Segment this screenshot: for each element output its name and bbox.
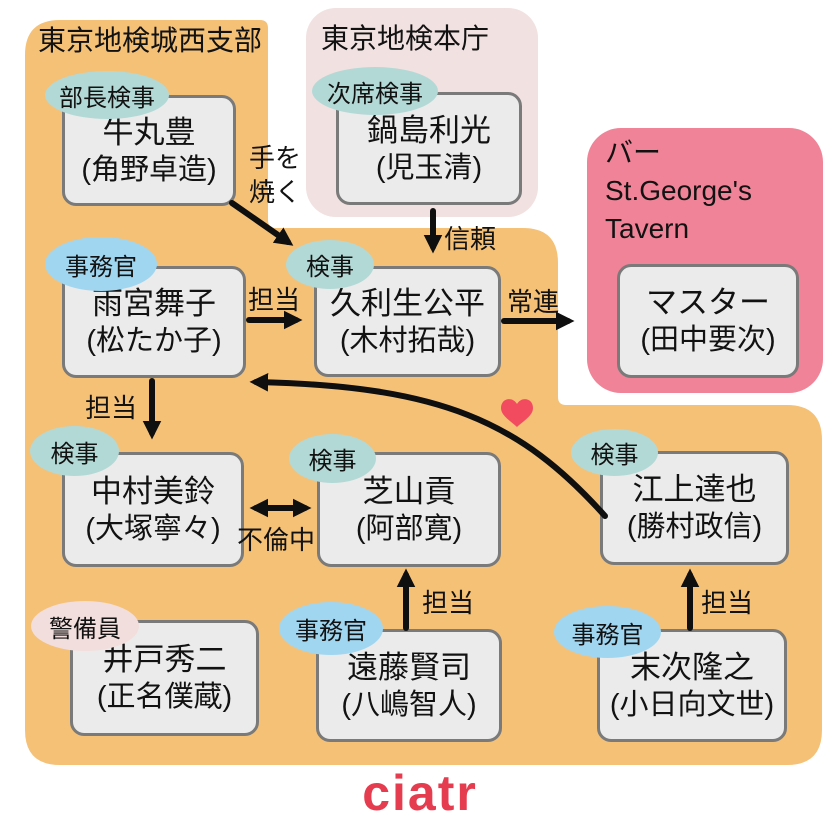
relation-label-line: 焼く (249, 177, 302, 207)
bar-title-line3: Tavern (605, 213, 690, 244)
josai-group-title: 東京地検城西支部 (38, 25, 263, 56)
relation-label-tanto-suetsugu-egami: 担当 (701, 588, 754, 618)
person-name: 久利生公平 (330, 285, 485, 321)
person-actor: (木村拓哉) (339, 324, 476, 357)
person-name: 牛丸豊 (102, 114, 196, 150)
person-actor: (阿部寛) (355, 512, 463, 545)
person-card-ushimaru: 牛丸豊 (角野卓造) (62, 95, 236, 206)
relation-label-tanto-endo-shibayama: 担当 (422, 588, 475, 618)
person-actor: (大塚寧々) (85, 512, 221, 545)
josai-branch-shape (25, 20, 822, 765)
role-badge-nabeshima: 次席検事 (312, 67, 438, 115)
person-card-ido: 井戸秀二 (正名僕蔵) (70, 620, 259, 736)
bar-title-line1: バー (605, 137, 662, 168)
role-badge-suetsugu: 事務官 (554, 606, 661, 658)
role-badge-endo: 事務官 (279, 602, 383, 655)
person-actor: (田中要次) (640, 324, 776, 356)
role-badge-ushimaru: 部長検事 (45, 71, 169, 119)
honcho-group-title: 東京地検本庁 (321, 23, 490, 54)
relation-label-tanto-amamiya-nakamura: 担当 (85, 393, 138, 423)
role-badge-nakamura: 検事 (30, 426, 119, 476)
person-actor: (小日向文世) (609, 688, 775, 721)
role-badge-ido: 警備員 (31, 601, 139, 651)
person-actor: (松たか子) (86, 325, 222, 357)
relation-label-line: 手を (249, 143, 302, 173)
person-card-nakamura: 中村美鈴 (大塚寧々) (62, 452, 244, 567)
role-badge-amamiya: 事務官 (45, 237, 157, 291)
person-actor: (児玉清) (375, 151, 483, 184)
person-name: 江上達也 (632, 472, 757, 507)
relation-label-joren: 常連 (507, 287, 560, 317)
person-name: 遠藤賢司 (347, 649, 471, 685)
heart-icon (501, 399, 533, 427)
relation-label-shinrai: 信頼 (444, 224, 497, 254)
person-name: 末次隆之 (630, 649, 754, 685)
person-name: 雨宮舞子 (92, 286, 216, 321)
relation-label-tanto-amamiya-kuryu: 担当 (248, 285, 301, 315)
person-name: 井戸秀二 (102, 642, 227, 677)
person-actor: (角野卓造) (81, 153, 217, 186)
relation-label-tewoyaku: 手を 焼く (249, 141, 301, 209)
person-name: 芝山貢 (362, 473, 456, 509)
person-actor: (勝村政信) (626, 511, 763, 543)
bar-group-title: バー St.George's Tavern (605, 134, 752, 248)
arrow-ushimaru-kuryu (229, 200, 294, 246)
person-card-master: マスター (田中要次) (617, 264, 799, 378)
role-badge-kuryu: 検事 (286, 240, 374, 289)
relation-label-furinchu: 不倫中 (237, 525, 316, 555)
brand-logo: ciatr (362, 765, 478, 821)
person-actor: (八嶋智人) (341, 688, 477, 721)
person-card-shibayama: 芝山貢 (阿部寛) (317, 452, 501, 567)
person-card-endo: 遠藤賢司 (八嶋智人) (316, 629, 502, 742)
person-name: 中村美鈴 (91, 473, 215, 509)
person-name: 鍋島利光 (367, 112, 491, 148)
person-name: マスター (646, 285, 770, 320)
person-actor: (正名僕蔵) (96, 681, 233, 713)
arrow-egami-amamiya (249, 372, 608, 519)
role-badge-egami: 検事 (571, 429, 658, 476)
bar-title-line2: St.George's (605, 175, 752, 206)
role-badge-shibayama: 検事 (289, 434, 376, 483)
